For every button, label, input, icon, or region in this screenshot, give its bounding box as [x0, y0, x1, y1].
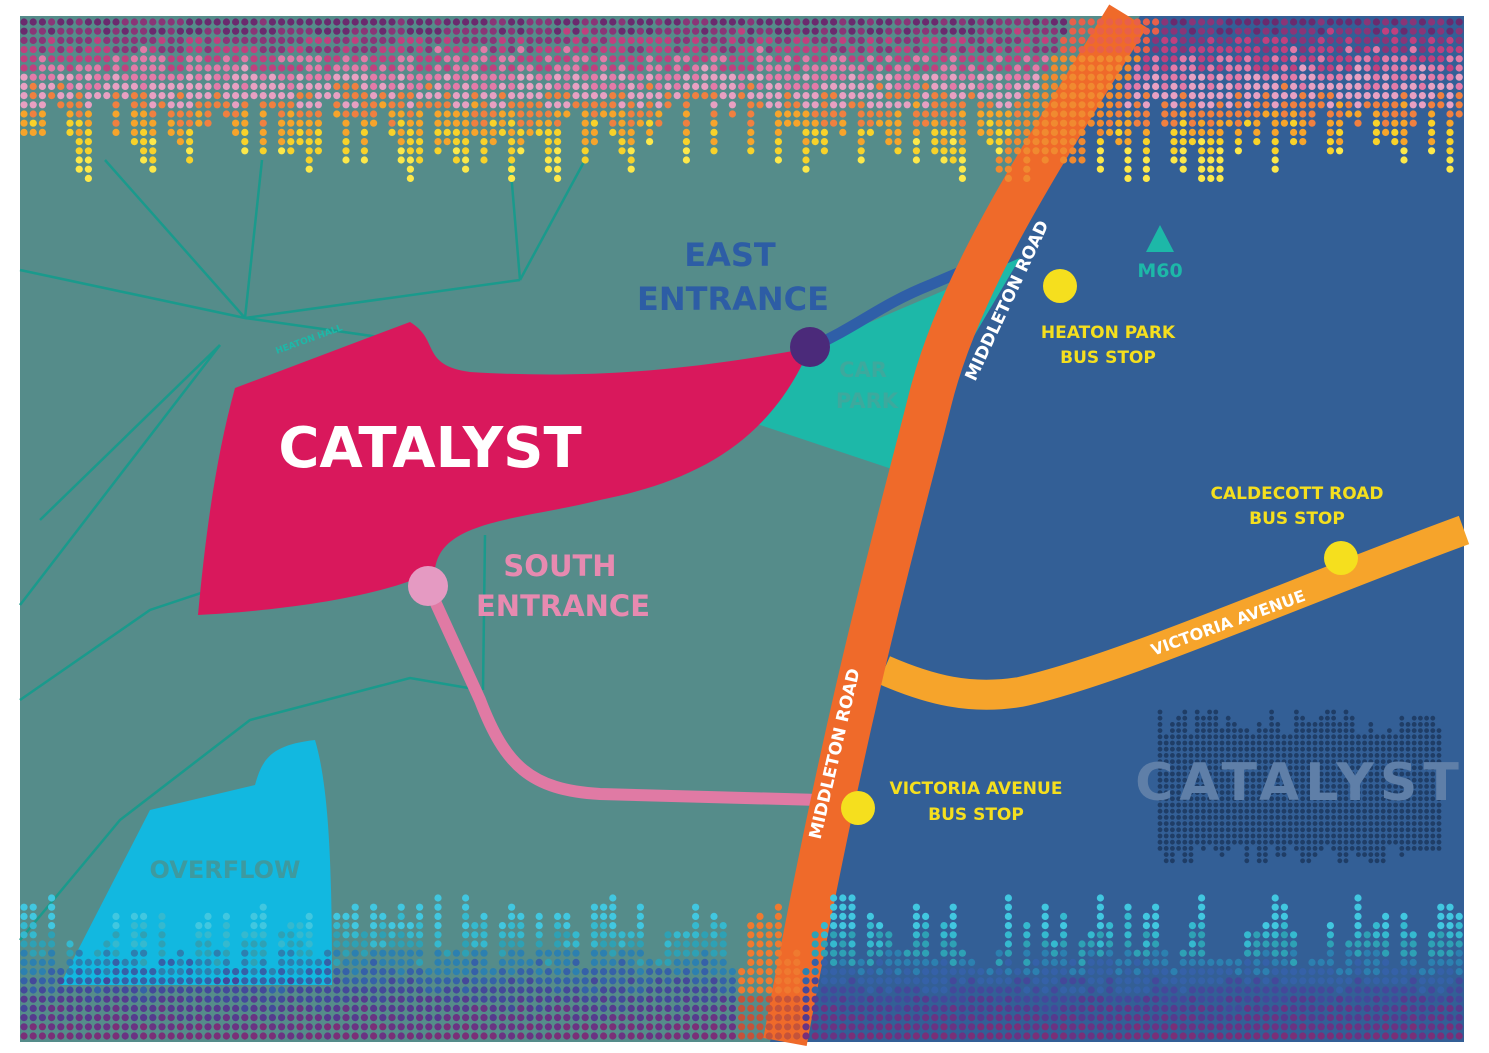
- m60-label: M60: [1137, 260, 1182, 282]
- m60-triangle-icon: [1146, 225, 1174, 252]
- south-entrance-label-line1: SOUTH: [503, 549, 616, 583]
- bottom-dot-band: [20, 894, 1463, 1040]
- catalyst-site-area: [198, 322, 810, 615]
- heaton-park-bus-stop-marker[interactable]: [1043, 269, 1077, 303]
- heaton-park-bus-stop-label-line2: BUS STOP: [1060, 348, 1156, 368]
- south-entrance-label-line2: ENTRANCE: [476, 589, 650, 623]
- overflow-label: OVERFLOW: [150, 856, 301, 884]
- east-entrance-label-line2: ENTRANCE: [637, 280, 829, 318]
- watermark-dot-block: [1157, 709, 1442, 864]
- top-dot-band: [20, 18, 1463, 182]
- victoria-avenue-bus-stop-marker[interactable]: [841, 791, 875, 825]
- south-entrance-marker[interactable]: [408, 566, 448, 606]
- victoria-avenue-road: [878, 515, 1470, 710]
- victoria-avenue-bus-stop-label-line1: VICTORIA AVENUE: [890, 779, 1063, 799]
- east-entrance-marker[interactable]: [790, 327, 830, 367]
- caldecott-road-bus-stop-marker[interactable]: [1324, 541, 1358, 575]
- south-entrance-path: [422, 580, 826, 806]
- east-entrance-label-line1: EAST: [684, 236, 776, 274]
- caldecott-road-bus-stop-label-line2: BUS STOP: [1249, 509, 1345, 529]
- catalyst-title: CATALYST: [278, 416, 581, 481]
- caldecott-road-bus-stop-label-line1: CALDECOTT ROAD: [1211, 484, 1384, 504]
- heaton-park-bus-stop-label-line1: HEATON PARK: [1041, 323, 1176, 343]
- victoria-avenue-bus-stop-label-line2: BUS STOP: [928, 805, 1024, 825]
- middleton-road: [763, 4, 1147, 1046]
- car-park-label-line2: PARK: [836, 389, 899, 413]
- car-park-label-line1: CAR: [839, 358, 887, 382]
- catalyst-watermark-text: CATALYST: [1135, 753, 1465, 813]
